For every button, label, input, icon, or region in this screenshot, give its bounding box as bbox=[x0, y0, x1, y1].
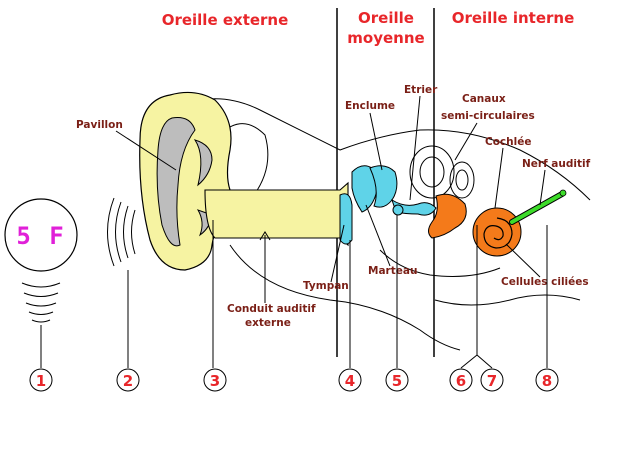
number-3: 3 bbox=[210, 372, 220, 390]
wave-arc bbox=[107, 197, 115, 267]
leader-conduit-arrow bbox=[259, 231, 271, 241]
pointer-7 bbox=[476, 354, 493, 369]
tube-contour bbox=[379, 249, 501, 277]
number-circle-8 bbox=[535, 368, 559, 392]
number-circle-7 bbox=[480, 368, 504, 392]
number-circle-1 bbox=[29, 368, 53, 392]
title-oreille-externe: Oreille externe bbox=[162, 11, 289, 29]
leader-etrier bbox=[409, 95, 421, 201]
number-2: 2 bbox=[123, 372, 133, 390]
pinna-cartilage bbox=[156, 117, 196, 247]
number-circle-6 bbox=[449, 368, 473, 392]
canal-loop bbox=[409, 145, 455, 199]
title-oreille-interne: Oreille interne bbox=[452, 9, 575, 27]
sound-waves bbox=[107, 197, 136, 267]
leader-cochlee bbox=[494, 147, 504, 209]
vestibule-shape bbox=[428, 193, 467, 239]
title-oreille-moyenne-line2: moyenne bbox=[347, 29, 424, 47]
wave-arc bbox=[25, 302, 57, 307]
jaw-contour bbox=[229, 244, 461, 351]
sound-source-label: 5 F bbox=[16, 222, 65, 250]
label-cellules-ciliees: Cellules ciliées bbox=[501, 276, 589, 288]
number-circle-3 bbox=[203, 368, 227, 392]
number-6: 6 bbox=[456, 372, 466, 390]
label-marteau: Marteau bbox=[368, 265, 417, 277]
wave-arc bbox=[23, 292, 59, 297]
label-canaux-line1: Canaux bbox=[462, 93, 506, 105]
cochlea bbox=[428, 193, 522, 257]
pinna bbox=[139, 91, 232, 271]
number-4: 4 bbox=[345, 372, 355, 390]
label-enclume: Enclume bbox=[345, 100, 395, 112]
leader-enclume bbox=[369, 112, 383, 171]
leader-canaux bbox=[454, 122, 478, 161]
label-pavillon: Pavillon bbox=[76, 119, 123, 131]
number-circle-2 bbox=[116, 368, 140, 392]
nerve-end bbox=[559, 189, 567, 197]
wave-arc bbox=[115, 201, 122, 263]
ear-canal bbox=[204, 181, 349, 247]
wave-arc bbox=[131, 209, 136, 255]
label-etrier: Etrier bbox=[404, 84, 438, 96]
leader-nerf bbox=[539, 169, 546, 206]
wave-arc bbox=[28, 311, 54, 315]
skull-contour bbox=[199, 98, 591, 201]
leader-lines bbox=[115, 95, 546, 303]
concha-cartilage bbox=[193, 139, 213, 187]
cochlea-shape bbox=[472, 207, 522, 257]
number-5: 5 bbox=[392, 372, 402, 390]
label-conduit-line2: externe bbox=[245, 317, 291, 329]
number-circle-5 bbox=[385, 368, 409, 392]
etrier-head bbox=[392, 204, 404, 216]
number-7: 7 bbox=[487, 372, 497, 390]
wave-arc bbox=[21, 282, 61, 288]
label-cochlee: Cochlée bbox=[485, 136, 531, 148]
nerve-shape bbox=[510, 192, 564, 224]
number-circle-4 bbox=[338, 368, 362, 392]
label-canaux-line2: semi-circulaires bbox=[441, 110, 535, 122]
number-1: 1 bbox=[36, 372, 46, 390]
wave-arc bbox=[31, 319, 51, 323]
semicircular-canals bbox=[409, 145, 475, 199]
leader-tympan bbox=[330, 224, 345, 283]
leader-marteau bbox=[365, 204, 391, 267]
number-pointer-lines bbox=[40, 215, 548, 369]
cochlea-spiral bbox=[483, 217, 513, 249]
number-8: 8 bbox=[542, 372, 552, 390]
numbered-markers: 1 2 3 4 5 6 7 8 bbox=[29, 368, 559, 392]
sound-source-circle bbox=[4, 198, 78, 272]
inner-contour bbox=[434, 294, 581, 306]
ossicles bbox=[339, 165, 437, 245]
canal-loop bbox=[449, 161, 475, 199]
title-oreille-moyenne-line1: Oreille bbox=[358, 9, 414, 27]
canal-loop-inner bbox=[455, 169, 469, 191]
canal-loop-inner bbox=[419, 156, 445, 188]
nerf-auditif bbox=[509, 189, 567, 225]
label-tympan: Tympan bbox=[303, 280, 349, 292]
label-nerf-auditif: Nerf auditif bbox=[522, 158, 591, 170]
pointer-6 bbox=[460, 354, 478, 369]
label-conduit-line1: Conduit auditif bbox=[227, 303, 316, 315]
leader-pavillon bbox=[115, 130, 177, 171]
leader-cellules bbox=[505, 243, 541, 278]
wave-arc bbox=[123, 205, 129, 259]
sound-source: 5 F bbox=[4, 198, 78, 323]
